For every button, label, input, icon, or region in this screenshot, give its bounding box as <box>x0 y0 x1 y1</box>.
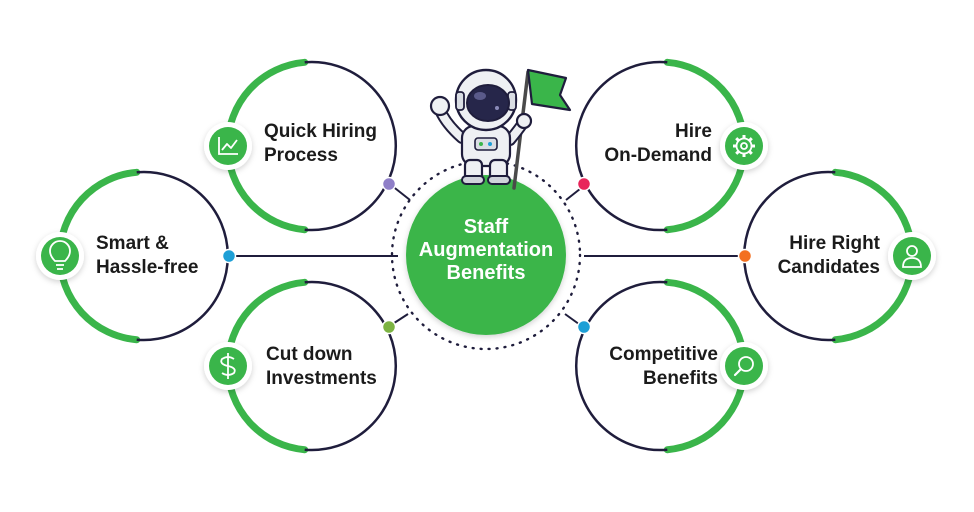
benefit-ring <box>575 58 768 234</box>
benefit-label-line1: Hire Right <box>789 233 880 254</box>
search-icon <box>720 342 768 390</box>
benefit-label-line2: Benefits <box>643 368 718 389</box>
ring-navy-arc <box>575 60 668 232</box>
connector-dot <box>381 319 397 335</box>
benefit-label-line1: Smart & <box>96 233 169 254</box>
benefit-label-hire-on-demand: Hire On-Demand <box>560 120 712 168</box>
benefit-label-line2: Hassle-free <box>96 257 199 278</box>
benefit-ring <box>36 168 237 344</box>
astronaut-mascot <box>429 68 572 190</box>
benefit-label-competitive: Competitive Benefits <box>560 343 718 391</box>
benefit-label-smart: Smart & Hassle-free <box>96 232 198 280</box>
benefit-label-hire-right: Hire Right Candidates <box>728 232 880 280</box>
benefit-label-line2: On-Demand <box>604 145 712 166</box>
center-title-line3: Benefits <box>446 262 526 284</box>
benefit-ring <box>204 58 397 234</box>
benefit-label-line1: Competitive <box>609 344 718 365</box>
benefit-label-quick-hiring: Quick Hiring Process <box>264 120 377 168</box>
dollar-icon <box>204 342 252 390</box>
lightbulb-icon <box>36 232 84 280</box>
benefit-label-line2: Candidates <box>777 257 880 278</box>
benefit-ring <box>575 278 768 454</box>
benefit-label-line2: Process <box>264 145 338 166</box>
connector-dot <box>381 176 397 192</box>
benefit-label-line1: Cut down <box>266 344 353 365</box>
gear-icon <box>720 122 768 170</box>
user-icon <box>888 232 936 280</box>
ring-navy-arc <box>304 280 397 452</box>
center-hub <box>390 159 582 351</box>
chart-icon <box>204 122 252 170</box>
connector-dot <box>576 319 592 335</box>
benefit-ring <box>204 278 397 454</box>
benefit-label-line1: Hire <box>675 121 712 142</box>
center-title-line2: Augmentation <box>418 239 554 261</box>
ring-navy-arc <box>304 60 397 232</box>
connector-dot <box>576 176 592 192</box>
benefit-label-line1: Quick Hiring <box>264 121 377 142</box>
center-title: Staff Augmentation Benefits <box>404 216 568 285</box>
ring-navy-arc <box>575 280 668 452</box>
connector-dot <box>737 248 753 264</box>
benefit-ring <box>737 168 936 344</box>
benefit-label-cut-down: Cut down Investments <box>266 343 377 391</box>
center-title-line1: Staff <box>463 216 509 238</box>
benefit-label-line2: Investments <box>266 368 377 389</box>
connector-dot <box>221 248 237 264</box>
